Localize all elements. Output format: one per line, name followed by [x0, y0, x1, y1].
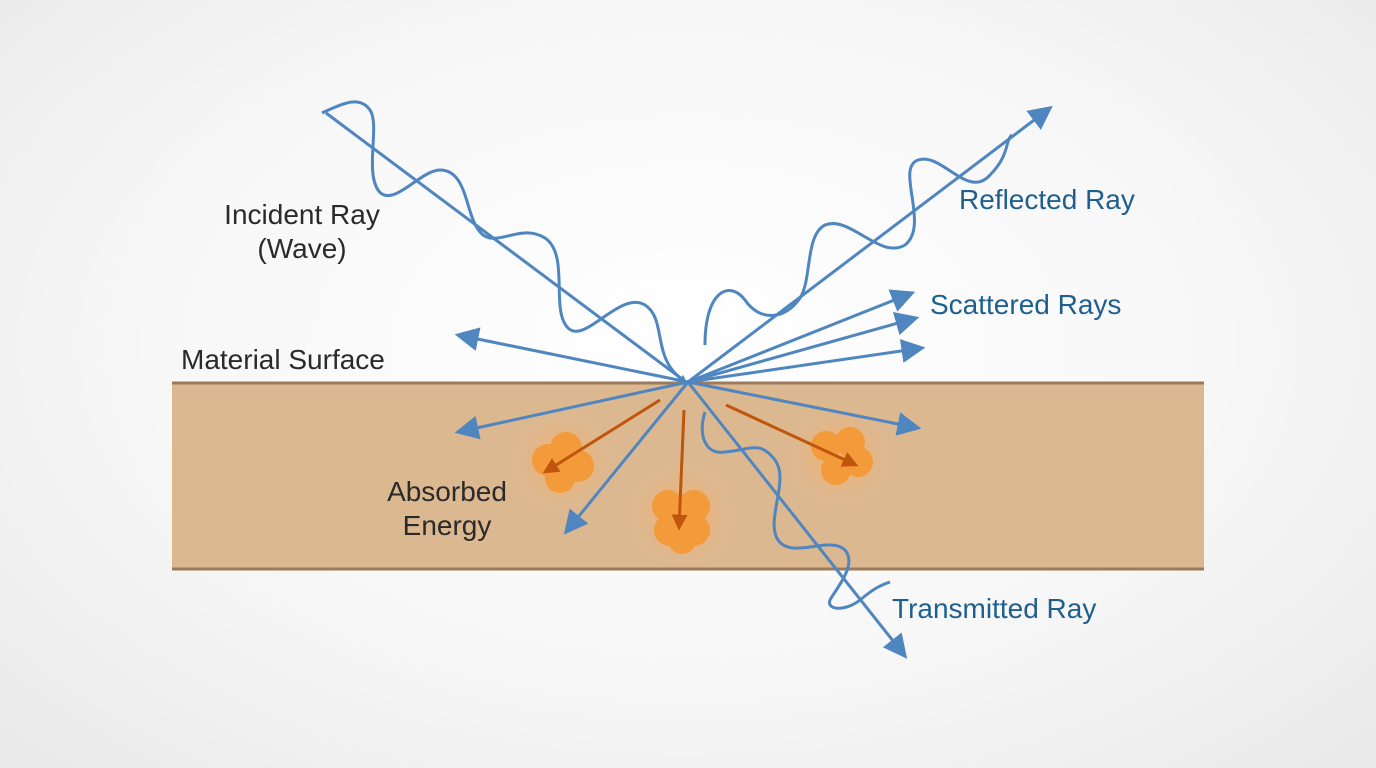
scattered-rays-label: Scattered Rays — [930, 289, 1122, 320]
material-surface-label: Material Surface — [181, 344, 385, 375]
scattered-ray-1 — [687, 289, 916, 384]
scattered-ray-5 — [454, 327, 689, 384]
scattered-ray-2 — [687, 312, 920, 384]
incident-ray — [321, 100, 688, 384]
incident-ray-label: Incident Ray (Wave) — [207, 198, 397, 266]
absorbed-energy-label-line2: Energy — [402, 510, 492, 541]
reflected-ray-label: Reflected Ray — [959, 184, 1135, 215]
absorbed-arrow-left — [542, 398, 661, 474]
scattered-ray-4 — [687, 380, 922, 436]
absorbed-arrow-center — [671, 409, 688, 531]
transmitted-ray-label: Transmitted Ray — [892, 593, 1097, 624]
scattered-ray-6 — [454, 380, 689, 440]
scattered-ray-3 — [687, 339, 926, 384]
incident-ray-label-line2: (Wave) — [257, 233, 347, 264]
scattered-ray-7 — [563, 381, 690, 535]
scattered-rays — [454, 289, 926, 535]
absorbed-energy-label-line1: Absorbed — [387, 476, 507, 507]
reflected-ray — [687, 105, 1053, 384]
reflected-wave — [703, 133, 1014, 346]
transmitted-ray — [686, 381, 908, 659]
absorbed-energy-label: Absorbed Energy — [362, 475, 532, 543]
incident-wave — [321, 100, 687, 384]
absorbed-arrow-right — [725, 403, 859, 467]
incident-ray-label-line1: Incident Ray — [224, 199, 380, 230]
transmitted-wave — [700, 411, 891, 610]
absorbed-arrows — [542, 398, 859, 531]
